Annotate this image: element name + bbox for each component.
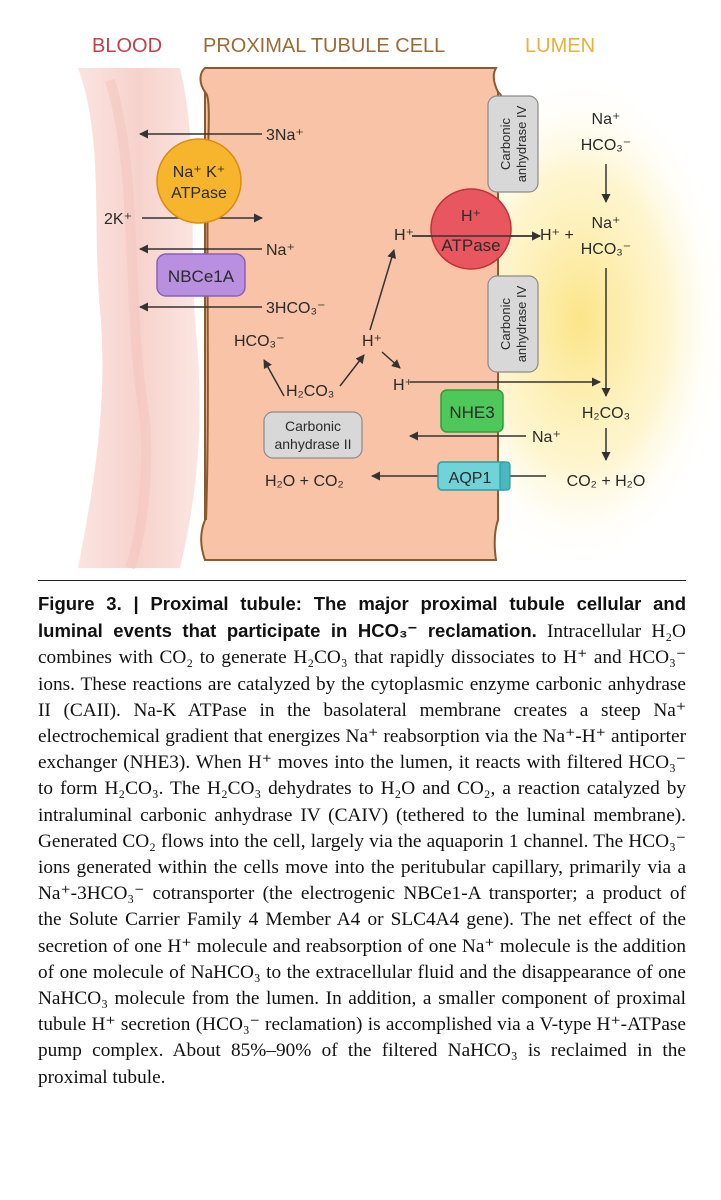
proximal-tubule-diagram: BLOOD PROXIMAL TUBULE CELL LUMEN 3Na⁺ 2K… [78, 35, 721, 570]
label-h-mid: H⁺ [362, 333, 382, 350]
arrow-h-to-nhe3 [381, 351, 401, 369]
nhe3-transporter [440, 389, 504, 433]
label-hco3-lumen-1: HCO₃⁻ [581, 137, 632, 154]
ca4-bottom-label-2: anhydrase IV [514, 285, 529, 362]
label-h2co3-lumen: H₂CO₃ [582, 405, 630, 422]
nbce1a-transporter [156, 253, 246, 297]
lumen-header: LUMEN [525, 35, 595, 57]
ca4-top-label-2: anhydrase IV [514, 105, 529, 182]
ca2-label-1: Carbonic [285, 418, 341, 434]
carbonic-anhydrase-iv-bottom: Carbonic anhydrase IV [487, 275, 539, 373]
label-na-nhe3: Na⁺ [532, 429, 561, 446]
nbce1a-label: NBCe1A [168, 267, 235, 286]
label-h2o-co2: H₂O + CO₂ [265, 473, 344, 490]
label-hco3-lumen-2: HCO₃⁻ [581, 241, 632, 258]
h-atpase-label-1: H⁺ [461, 208, 481, 225]
figure-caption: Figure 3. | Proximal tubule: The major p… [38, 580, 686, 1091]
arrow-h2co3-to-hco3 [263, 359, 285, 397]
blood-vessel-fold [105, 78, 152, 570]
carbonic-anhydrase-iv-top: Carbonic anhydrase IV [487, 95, 539, 193]
label-hco3-cell: HCO₃⁻ [234, 333, 285, 350]
na-k-atpase [156, 138, 242, 224]
label-h-plus-lumen: H⁺ + [540, 227, 574, 244]
basolateral-membrane [204, 91, 210, 521]
label-na-basal: Na⁺ [266, 242, 295, 259]
h-atpase [430, 188, 512, 270]
h-atpase-label-2: ATPase [441, 236, 500, 255]
na-k-atpase-label-2: ATPase [171, 185, 227, 202]
figure-title: Proximal tubule: The major proximal tubu… [38, 593, 686, 642]
ca2-label-2: anhydrase II [274, 436, 351, 452]
figure-number: Figure 3. [38, 593, 122, 614]
label-2k: 2K⁺ [104, 211, 132, 228]
label-h2co3-cell: H₂CO₃ [286, 383, 334, 400]
label-co2-h2o: CO₂ + H₂O [567, 473, 646, 490]
label-h-nhe3: H⁺ [393, 377, 413, 394]
ca4-top-label-1: Carbonic [498, 117, 513, 170]
lumen-glow [430, 70, 721, 570]
aqp1-channel [437, 461, 511, 491]
figure-separator: | [121, 593, 151, 614]
figure-body: Intracellular H₂O combines with CO₂ to g… [38, 621, 686, 1088]
label-3na: 3Na⁺ [266, 127, 304, 144]
label-na-lumen-2: Na⁺ [592, 215, 621, 232]
na-k-atpase-label-1: Na⁺ K⁺ [173, 164, 225, 181]
label-h-top: H⁺ [394, 227, 414, 244]
nhe3-label: NHE3 [449, 403, 494, 422]
blood-header: BLOOD [92, 35, 162, 57]
ca4-bottom-label-1: Carbonic [498, 297, 513, 350]
arrow-h-to-top [369, 249, 397, 331]
cell-header: PROXIMAL TUBULE CELL [203, 35, 445, 57]
label-3hco3: 3HCO₃⁻ [266, 300, 325, 317]
label-na-lumen-1: Na⁺ [592, 111, 621, 128]
aqp1-label: AQP1 [449, 470, 492, 487]
arrow-h2co3-to-h [339, 354, 365, 387]
carbonic-anhydrase-ii [263, 411, 363, 459]
